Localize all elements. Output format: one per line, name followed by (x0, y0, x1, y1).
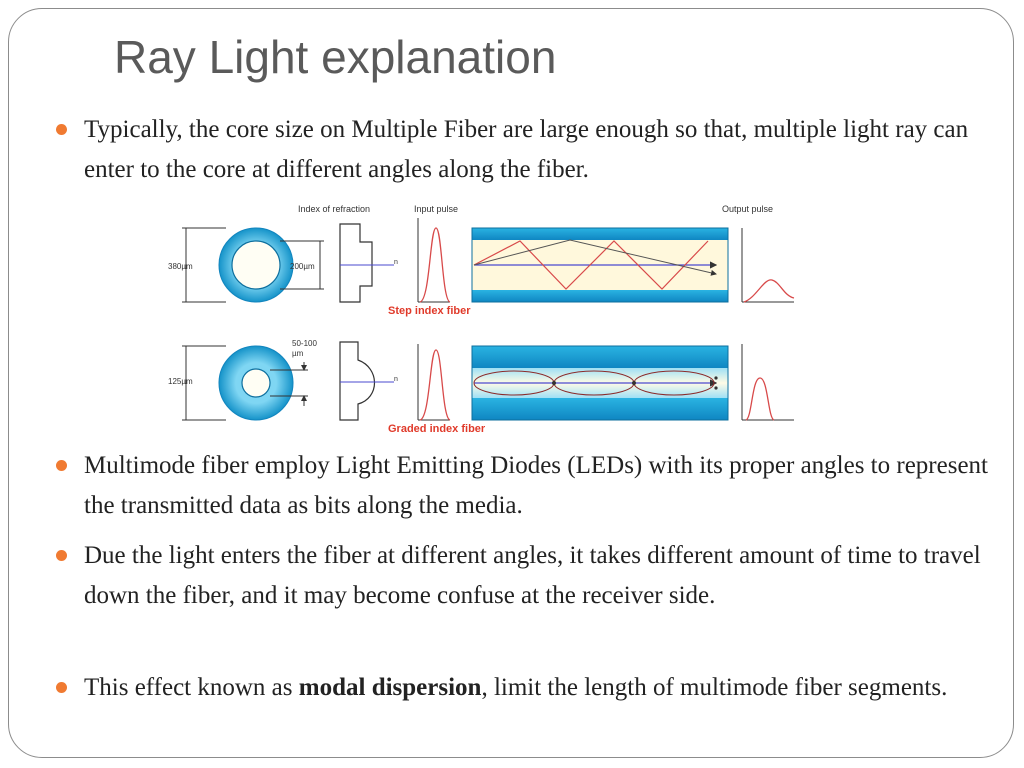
step-n-label: n (394, 259, 398, 266)
bullet-2-text: Multimode fiber employ Light Emitting Di… (84, 452, 988, 519)
step-zigzag-ray (473, 240, 709, 290)
graded-n-label: n (394, 376, 398, 383)
bullet-4-text-before: This effect known as (84, 674, 299, 701)
graded-index-row: 125µm 50-100 µm n (168, 339, 794, 435)
bullet-3-text: Due the light enters the fiber at differ… (84, 542, 981, 609)
graded-index-caption: Graded index fiber (388, 423, 486, 435)
step-index-row: 380µm 200µm n Step index fiber (168, 218, 795, 317)
slide-title: Ray Light explanation (114, 31, 557, 83)
step-input-pulse (419, 227, 451, 303)
graded-output-pulse (745, 377, 775, 421)
graded-input-pulse (419, 349, 451, 421)
bullet-3: Due the light enters the fiber at differ… (56, 536, 990, 616)
bullet-dot (56, 124, 67, 135)
fiber-mode-diagram: Index of refraction Input pulse Output p… (168, 204, 795, 435)
bullet-4-text-after: , limit the length of multimode fiber se… (481, 674, 948, 701)
step-output-pulse (743, 279, 795, 303)
label-input-pulse: Input pulse (414, 204, 458, 214)
bullet-dot (56, 460, 67, 471)
graded-outer-diameter: 125µm (168, 377, 193, 386)
bullet-1: Typically, the core size on Multiple Fib… (56, 110, 990, 190)
label-output-pulse: Output pulse (722, 204, 773, 214)
label-index-of-refraction: Index of refraction (298, 204, 370, 214)
bullet-2: Multimode fiber employ Light Emitting Di… (56, 446, 990, 526)
graded-index-profile (339, 341, 375, 421)
graded-inner-diameter-1: 50-100 (292, 339, 317, 348)
graded-index-fiber (471, 345, 729, 421)
graded-inner-diameter-2: µm (292, 349, 304, 358)
step-index-profile (339, 223, 373, 303)
step-outer-diameter: 380µm (168, 262, 193, 271)
bullet-dot (56, 550, 67, 561)
step-index-fiber (471, 227, 729, 303)
bullet-dot (56, 682, 67, 693)
bullet-4: This effect known as modal dispersion, l… (56, 668, 990, 708)
modal-dispersion-term: modal dispersion (298, 674, 482, 701)
step-inner-diameter: 200µm (290, 262, 315, 271)
bullet-1-text: Typically, the core size on Multiple Fib… (84, 116, 969, 183)
step-index-caption: Step index fiber (388, 305, 471, 317)
